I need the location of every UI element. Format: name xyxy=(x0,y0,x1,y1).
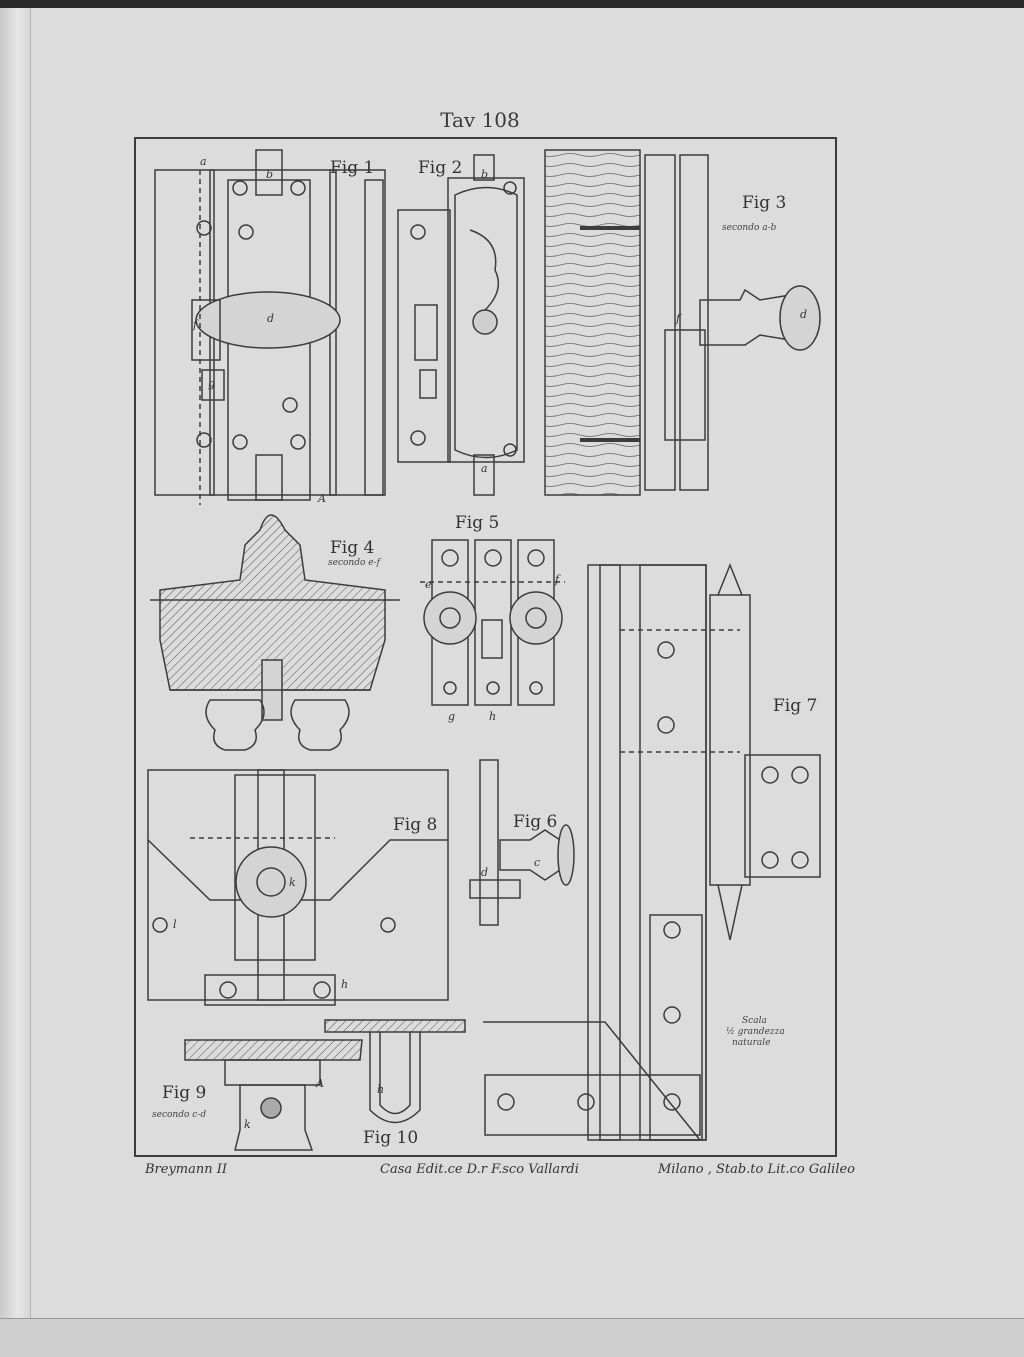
fig6-drawing xyxy=(469,759,575,926)
book-binding-edge xyxy=(0,8,31,1356)
fig4-label: Fig 4 xyxy=(330,538,375,558)
fig1-drawing xyxy=(154,149,386,505)
letter-a-fig2: a xyxy=(481,462,488,475)
scale-note-line2: ½ grandezza xyxy=(726,1027,785,1037)
page-bottom-edge xyxy=(0,1318,1024,1357)
fig9-drawing xyxy=(184,1039,363,1151)
fig3-label: Fig 3 xyxy=(742,193,787,213)
footer-publisher: Casa Edit.ce D.r F.sco Vallardi xyxy=(380,1162,579,1177)
scale-note-line3: naturale xyxy=(732,1038,771,1048)
fig3-subtitle: secondo a-b xyxy=(722,223,777,233)
letter-a: a xyxy=(200,155,207,168)
letter-A: A xyxy=(318,492,326,505)
fig2-drawing xyxy=(397,154,525,496)
letter-b-fig2: b xyxy=(481,168,489,181)
fig5-label: Fig 5 xyxy=(455,513,500,533)
letter-d-fig6: d xyxy=(481,866,489,879)
letter-h-fig10: h xyxy=(377,1083,385,1096)
letter-b: b xyxy=(266,168,274,181)
letter-c: c xyxy=(534,856,541,869)
fig4-drawing xyxy=(150,514,400,751)
letter-f-fig5: f xyxy=(555,573,560,586)
letter-d: d xyxy=(267,312,275,325)
letter-A-fig9: A xyxy=(316,1077,324,1090)
letter-k-fig9: k xyxy=(244,1118,251,1131)
fig10-label: Fig 10 xyxy=(363,1128,419,1148)
fig8-drawing xyxy=(147,769,449,1006)
letter-d-fig3: d xyxy=(800,308,808,321)
letter-h-fig8: h xyxy=(341,978,349,991)
letter-l: l xyxy=(173,918,177,931)
fig5-drawing xyxy=(420,539,565,706)
fig9-label: Fig 9 xyxy=(162,1083,207,1103)
fig7-drawing xyxy=(483,562,821,1141)
fig1-label: Fig 1 xyxy=(330,158,375,178)
footer-printer: Milano , Stab.to Lit.co Galileo xyxy=(658,1162,856,1177)
scale-note-line1: Scala xyxy=(742,1016,767,1026)
plate-frame xyxy=(134,137,837,1157)
fig10-drawing xyxy=(324,1019,466,1124)
letter-e: e xyxy=(425,578,432,591)
fig8-label: Fig 8 xyxy=(393,815,438,835)
letter-k: k xyxy=(289,876,296,889)
fig6-label: Fig 6 xyxy=(513,812,558,832)
footer-author: Breymann II xyxy=(145,1162,228,1177)
fig2-label: Fig 2 xyxy=(418,158,463,178)
fig3-drawing xyxy=(544,149,821,496)
letter-f: f xyxy=(193,318,198,331)
letter-h: h xyxy=(489,710,497,723)
fig4-subtitle: secondo e-f xyxy=(328,558,380,568)
letter-f-fig3: f xyxy=(676,312,681,325)
letter-g: g xyxy=(208,377,216,390)
fig9-subtitle: secondo c-d xyxy=(152,1110,207,1120)
plate-title: Tav 108 xyxy=(440,108,520,132)
letter-g-fig5: g xyxy=(448,710,456,723)
fig7-label: Fig 7 xyxy=(773,696,818,716)
